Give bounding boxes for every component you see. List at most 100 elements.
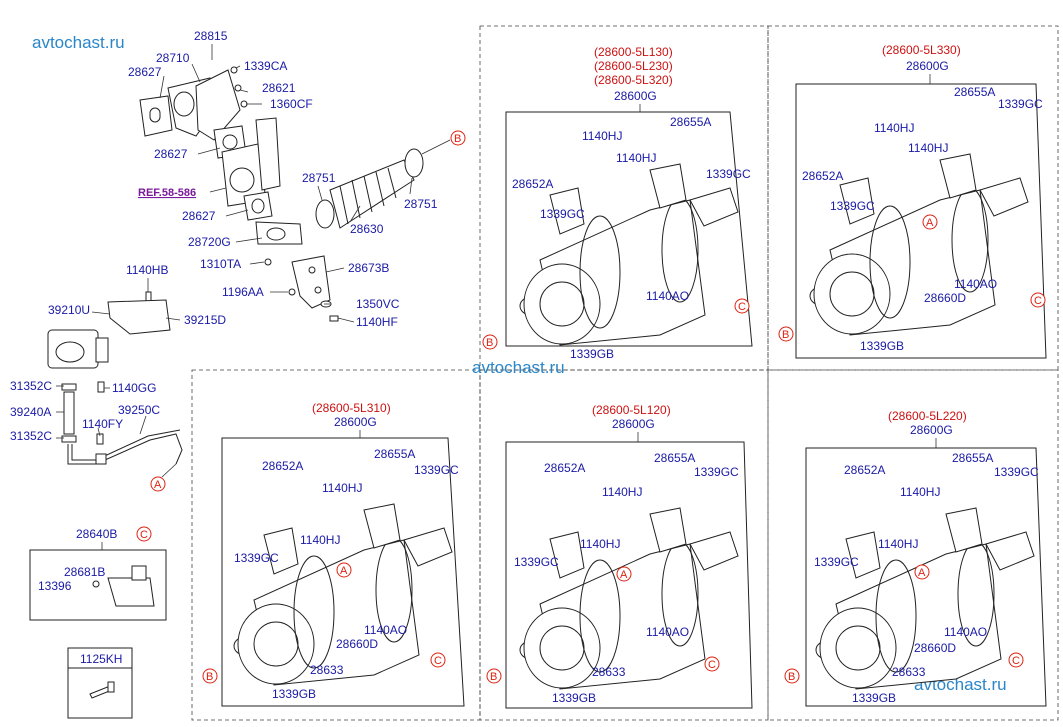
part-label: 28660D: [336, 637, 378, 651]
part-label: 28660D: [914, 641, 956, 655]
part-label: 39240A: [10, 405, 51, 419]
part-label: 13396: [38, 579, 72, 593]
part-label: 1339GC: [514, 555, 559, 569]
part-label: 1140HB: [126, 263, 168, 277]
variant-label: (28600-5L320): [594, 73, 673, 87]
box-1125kh-title: 1125KH: [80, 652, 122, 666]
part-label: 28630: [350, 222, 384, 236]
assembly-label: 28600G: [614, 89, 657, 103]
watermark-center: avtochast.ru: [472, 358, 565, 377]
variant-label: (28600-5L310): [312, 401, 391, 415]
svg-text:B: B: [490, 671, 497, 683]
part-label: 1339GC: [830, 199, 875, 213]
part-label: 1196AA: [222, 285, 264, 299]
callout-a-left: A: [150, 463, 177, 492]
part-label: 1339CA: [244, 59, 287, 73]
part-label: 28655A: [954, 85, 995, 99]
exhaust-pipe-assembly: [139, 66, 424, 322]
part-label: 1339GC: [414, 463, 459, 477]
part-label: 1339GB: [272, 687, 316, 701]
variant-label: (28600-5L230): [594, 59, 673, 73]
part-label: 28627: [128, 65, 162, 79]
svg-text:B: B: [788, 671, 795, 683]
part-label: 1140AO: [364, 623, 407, 637]
part-label: 39215D: [184, 313, 226, 327]
part-label: 1140HJ: [322, 481, 362, 495]
svg-text:A: A: [154, 479, 162, 491]
svg-text:B: B: [486, 337, 493, 349]
part-label: 28652A: [844, 463, 885, 477]
part-label: 31352C: [10, 429, 52, 443]
assembly-label: 28600G: [334, 415, 377, 429]
part-label: 1140HJ: [616, 151, 656, 165]
svg-text:C: C: [738, 301, 746, 313]
part-label: 1339GB: [552, 691, 596, 705]
svg-text:A: A: [620, 569, 628, 581]
part-label: 28652A: [802, 169, 843, 183]
part-label: 31352C: [10, 379, 52, 393]
part-label: 1360CF: [270, 97, 313, 111]
part-label: 28627: [154, 147, 188, 161]
part-label: 28652A: [512, 177, 553, 191]
part-label: 1140AO: [646, 625, 689, 639]
part-label: 1140GG: [112, 381, 156, 395]
svg-text:C: C: [140, 529, 148, 541]
muffler-panel-5l120: (28600-5L120) 28600G 28652A 28655A 1339G…: [486, 403, 753, 709]
svg-text:A: A: [340, 565, 348, 577]
part-label: 1350VC: [356, 297, 400, 311]
svg-text:B: B: [782, 329, 789, 341]
sensor-assembly: [47, 299, 183, 465]
svg-text:C: C: [1034, 295, 1042, 307]
part-label: 28655A: [374, 447, 415, 461]
part-label: 1339GC: [706, 167, 751, 181]
part-label: 28652A: [262, 459, 303, 473]
muffler-panel-5l220: (28600-5L220) 28600G 28652A 28655A 1339G…: [784, 409, 1047, 707]
assembly-label: 28600G: [906, 59, 949, 73]
part-label: 1339GC: [998, 97, 1043, 111]
watermark-top-left: avtochast.ru: [32, 33, 125, 52]
variant-label: (28600-5L330): [882, 43, 961, 57]
part-label: 1140HJ: [580, 537, 620, 551]
box-1125kh: 1125KH: [67, 647, 133, 719]
part-label: 28673B: [348, 261, 389, 275]
part-label: 1140HJ: [878, 537, 918, 551]
part-label: 1339GB: [852, 691, 896, 705]
part-label: 1339GB: [570, 347, 614, 361]
part-label: 28655A: [952, 451, 993, 465]
part-label: 28751: [404, 197, 438, 211]
svg-text:B: B: [206, 671, 213, 683]
part-label: 39210U: [48, 303, 90, 317]
part-label: 28751: [302, 171, 336, 185]
muffler-panel-5l330: (28600-5L330) 28600G 28655A 1339GC 1140H…: [778, 43, 1047, 359]
part-label: 1140FY: [82, 417, 123, 431]
part-label: 28627: [182, 209, 216, 223]
part-label: 1339GC: [814, 555, 859, 569]
part-label: 1339GC: [234, 551, 279, 565]
part-label: 1140HJ: [908, 141, 948, 155]
part-label: 1339GB: [860, 339, 904, 353]
part-label: 39250C: [118, 403, 160, 417]
variant-label: (28600-5L130): [594, 45, 673, 59]
part-label: 28633: [310, 663, 344, 677]
part-label: 1140HJ: [582, 129, 622, 143]
part-label: 1140HJ: [300, 533, 340, 547]
part-label: 28652A: [544, 461, 585, 475]
variant-label: (28600-5L120): [592, 403, 671, 417]
left-part-labels: 28815 28710 1339CA 28627 28621 1360CF 28…: [10, 29, 438, 443]
section-dividers: [191, 25, 1059, 721]
svg-text:C: C: [434, 655, 442, 667]
part-label: 28720G: [188, 235, 231, 249]
part-label: 28815: [194, 29, 228, 43]
flex-pipe: [315, 148, 424, 229]
muffler-panel-5l310: (28600-5L310) 28600G 28652A 28655A 1339G…: [202, 401, 465, 707]
svg-text:C: C: [708, 659, 716, 671]
part-label: 28681B: [64, 565, 105, 579]
svg-text:C: C: [1012, 655, 1020, 667]
part-label: 1140HJ: [874, 121, 914, 135]
variant-label: (28600-5L220): [888, 409, 967, 423]
part-label: 1140AO: [646, 289, 689, 303]
ref-label: REF.58-586: [138, 187, 196, 199]
left-leader-lines: [56, 44, 413, 439]
part-label: 28660D: [924, 291, 966, 305]
part-label: 28655A: [654, 451, 695, 465]
